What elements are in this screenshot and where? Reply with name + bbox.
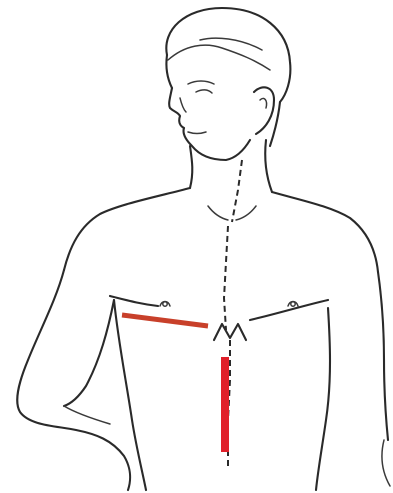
neck xyxy=(190,140,272,222)
head xyxy=(166,8,290,160)
torso xyxy=(17,188,390,490)
markers xyxy=(122,315,225,452)
horizontal-marker xyxy=(122,315,208,326)
